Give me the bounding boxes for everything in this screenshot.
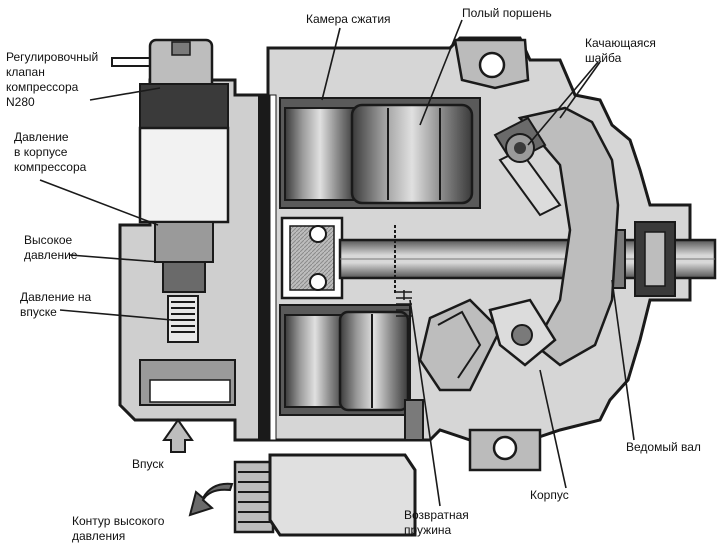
label-high-pressure-circuit: Контур высокого давления bbox=[72, 514, 165, 543]
label-driven-shaft: Ведомый вал bbox=[626, 440, 701, 454]
leader-lines bbox=[39, 19, 635, 507]
leader-compression-chamber bbox=[321, 27, 341, 101]
label-inlet-pressure: Давление на впуске bbox=[20, 290, 92, 319]
leader-high-pressure bbox=[69, 254, 161, 263]
leader-inlet-pressure bbox=[59, 309, 173, 321]
lower-cylinder bbox=[279, 304, 411, 416]
swash-plate bbox=[493, 106, 620, 367]
label-compression-chamber: Камера сжатия bbox=[306, 12, 391, 26]
inlet-arrow bbox=[162, 418, 194, 453]
leader-hollow-piston bbox=[419, 19, 463, 126]
label-return-spring: Возвратная пружина bbox=[404, 508, 469, 537]
label-housing: Корпус bbox=[530, 488, 569, 502]
valve-plate bbox=[258, 94, 277, 441]
leader-housing bbox=[539, 369, 567, 489]
leader-case-pressure bbox=[39, 179, 159, 226]
label-high-pressure: Высокое давление bbox=[24, 233, 78, 262]
label-hollow-piston: Полый поршень bbox=[462, 6, 552, 20]
high-pressure-outlet bbox=[233, 453, 417, 537]
outlet-arrow bbox=[188, 482, 234, 517]
label-case-pressure: Давление в корпусе компрессора bbox=[14, 130, 87, 174]
shaft-bearing bbox=[280, 216, 344, 300]
piston-link-lower bbox=[418, 298, 557, 392]
leader-swash-plate-2 bbox=[559, 61, 601, 119]
leader-swash-plate bbox=[527, 61, 599, 146]
control-valve-n280 bbox=[111, 38, 230, 343]
hollow-piston-upper bbox=[350, 103, 474, 205]
return-spring bbox=[394, 225, 424, 441]
leader-return-spring bbox=[409, 299, 441, 507]
leader-driven-shaft bbox=[611, 279, 635, 441]
label-inlet: Впуск bbox=[132, 457, 164, 471]
leader-control-valve bbox=[89, 87, 161, 101]
label-swash-plate: Качающаяся шайба bbox=[585, 36, 656, 65]
label-control-valve: Регулировочный клапан компрессора N280 bbox=[6, 50, 99, 109]
